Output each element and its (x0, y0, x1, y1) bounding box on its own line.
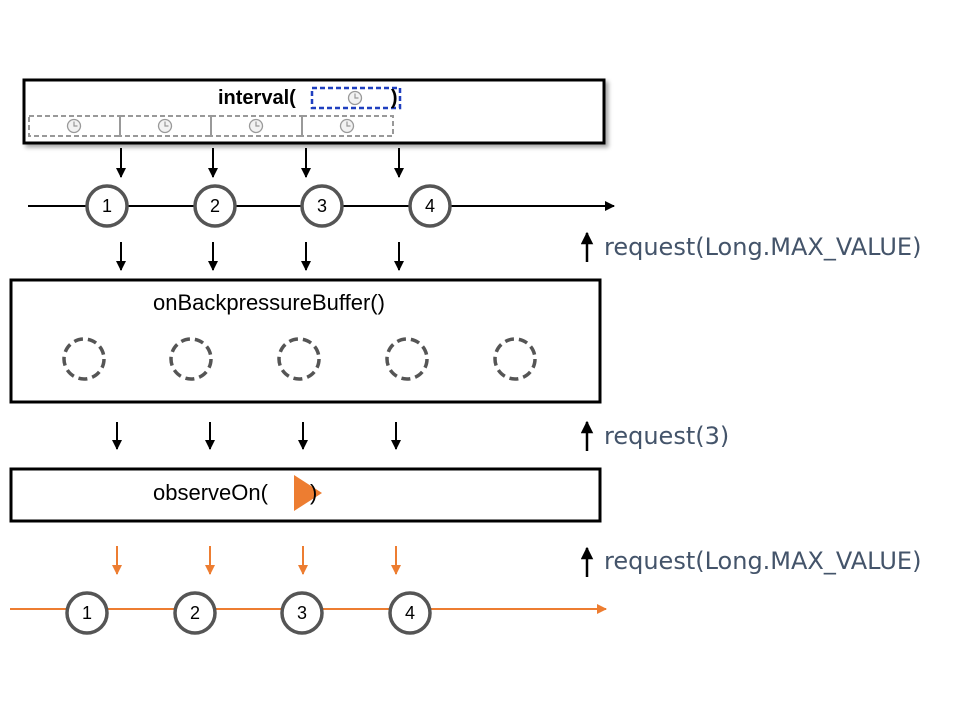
buffer-label: onBackpressureBuffer() (153, 290, 385, 315)
buffer-slot (62, 337, 106, 381)
observe-on-label-close: ) (309, 480, 318, 505)
source-marble: 1 (85, 184, 129, 228)
buffer-slot (169, 337, 213, 381)
source-marble: 4 (408, 184, 452, 228)
request-label: request(Long.MAX_VALUE) (604, 547, 922, 575)
source-marble: 2 (193, 184, 237, 228)
marble-label: 3 (297, 603, 307, 623)
observe-on-label: observeOn() (153, 482, 317, 504)
marble-label: 2 (190, 603, 200, 623)
request-label: request(Long.MAX_VALUE) (604, 233, 922, 261)
output-marble: 2 (173, 591, 217, 635)
interval-label-close: ) (390, 87, 398, 109)
interval-label: interval() (218, 88, 397, 108)
marble-label: 4 (405, 603, 415, 623)
marble-label: 1 (102, 196, 112, 216)
buffer-slot (493, 337, 537, 381)
output-marble: 3 (280, 591, 324, 635)
marble-label: 2 (210, 196, 220, 216)
clock-icon (157, 118, 173, 134)
clock-icon (347, 90, 363, 106)
source-marble: 3 (300, 184, 344, 228)
buffer-slot (277, 337, 321, 381)
output-marble: 1 (65, 591, 109, 635)
clock-icon (339, 118, 355, 134)
output-marble: 4 (388, 591, 432, 635)
request-label: request(3) (604, 422, 730, 450)
marble-label: 1 (82, 603, 92, 623)
interval-selected-period (310, 86, 402, 110)
interval-period (301, 115, 394, 137)
observe-on-label-open: observeOn( (153, 480, 268, 505)
interval-label-open: interval( (218, 87, 296, 109)
clock-icon (66, 118, 82, 134)
marble-label: 3 (317, 196, 327, 216)
clock-icon (248, 118, 264, 134)
play-icon (294, 475, 322, 511)
buffer-slot (385, 337, 429, 381)
marble-label: 4 (425, 196, 435, 216)
